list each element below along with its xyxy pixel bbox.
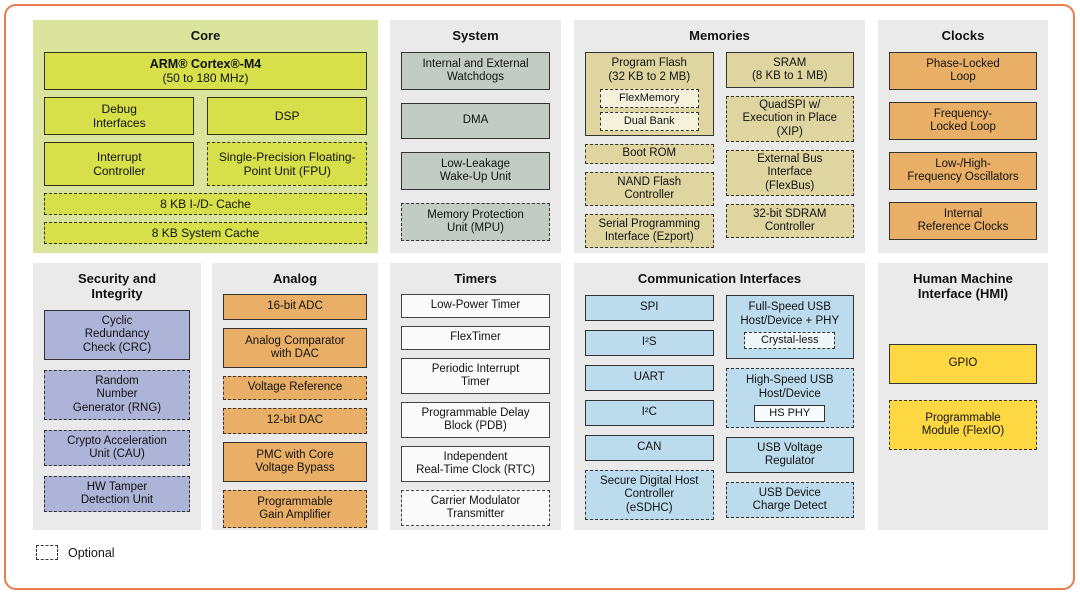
block-full-speed-usb: Full-Speed USB Host/Device + PHY Crystal… [725, 295, 854, 360]
block-rng: Random Number Generator (RNG) [44, 370, 190, 421]
block-low-power-timer: Low-Power Timer [401, 294, 550, 319]
block-spi: SPI [585, 295, 714, 322]
block-pmc: PMC with Core Voltage Bypass [223, 442, 367, 483]
optional-dashed-box-icon [36, 545, 58, 560]
program-flash-label: Program Flash (32 KB to 2 MB) [608, 57, 691, 83]
block-internal-reference-clocks: Internal Reference Clocks [889, 202, 1037, 241]
system-stack: Internal and External Watchdogs DMA Low-… [401, 52, 550, 242]
block-interrupt-controller: Interrupt Controller [44, 142, 195, 187]
block-dsp: DSP [207, 97, 367, 136]
block-oscillators: Low-/High- Frequency Oscillators [889, 152, 1037, 191]
core-row-2: Interrupt Controller Single-Precision Fl… [44, 142, 367, 187]
core-stack: ARM® Cortex®-M4 (50 to 180 MHz) Debug In… [44, 52, 367, 245]
block-sram: SRAM (8 KB to 1 MB) [725, 52, 854, 89]
memories-title: Memories [689, 28, 750, 43]
block-uart: UART [585, 365, 714, 392]
block-flexmemory: FlexMemory [599, 88, 699, 108]
section-memories: Memories Program Flash (32 KB to 2 MB) F… [574, 20, 865, 253]
section-analog: Analog 16-bit ADC Analog Comparator with… [212, 263, 378, 530]
block-pga: Programmable Gain Amplifier [223, 490, 367, 529]
block-program-flash: Program Flash (32 KB to 2 MB) FlexMemory… [585, 52, 714, 137]
analog-stack: 16-bit ADC Analog Comparator with DAC Vo… [223, 294, 367, 529]
timers-title: Timers [454, 271, 497, 286]
high-speed-usb-label: High-Speed USB Host/Device [745, 374, 834, 400]
block-i2s: I²S [585, 330, 714, 357]
block-rtc: Independent Real-Time Clock (RTC) [401, 446, 550, 483]
core-row-1: Debug Interfaces DSP [44, 97, 367, 136]
block-pdb: Programmable Delay Block (PDB) [401, 402, 550, 439]
memories-col-left: Program Flash (32 KB to 2 MB) FlexMemory… [585, 52, 714, 249]
block-system-cache: 8 KB System Cache [44, 222, 367, 245]
analog-title: Analog [272, 271, 318, 286]
arm-cortex-frequency: (50 to 180 MHz) [162, 71, 249, 86]
block-fll: Frequency- Locked Loop [889, 102, 1037, 141]
block-i2c: I²C [585, 400, 714, 427]
block-tamper-detection: HW Tamper Detection Unit [44, 476, 190, 513]
security-stack: Cyclic Redundancy Check (CRC) Random Num… [44, 310, 190, 513]
block-fpu: Single-Precision Floating- Point Unit (F… [207, 142, 367, 187]
block-quadspi: QuadSPI w/ Execution in Place (XIP) [725, 96, 854, 143]
legend-label: Optional [68, 545, 115, 560]
block-flexbus: External Bus Interface (FlexBus) [725, 150, 854, 197]
section-core: Core ARM® Cortex®-M4 (50 to 180 MHz) Deb… [33, 20, 378, 253]
block-dma: DMA [401, 103, 550, 140]
full-speed-usb-label: Full-Speed USB Host/Device + PHY [740, 301, 840, 327]
section-security: Security and Integrity Cyclic Redundancy… [33, 263, 201, 530]
block-high-speed-usb: High-Speed USB Host/Device HS PHY [725, 368, 854, 429]
block-cau: Crypto Acceleration Unit (CAU) [44, 430, 190, 467]
block-arm-cortex-m4: ARM® Cortex®-M4 (50 to 180 MHz) [44, 52, 367, 91]
block-adc: 16-bit ADC [223, 294, 367, 321]
section-clocks: Clocks Phase-Locked Loop Frequency- Lock… [878, 20, 1048, 253]
section-timers: Timers Low-Power Timer FlexTimer Periodi… [390, 263, 561, 530]
block-flexio: Programmable Module (FlexIO) [889, 400, 1037, 451]
timers-stack: Low-Power Timer FlexTimer Periodic Inter… [401, 294, 550, 527]
block-usb-charge-detect: USB Device Charge Detect [725, 482, 854, 519]
system-title: System [452, 28, 499, 43]
block-voltage-reference: Voltage Reference [223, 376, 367, 401]
comm-columns: SPI I²S UART I²C CAN Secure Digital Host… [585, 295, 854, 521]
block-can: CAN [585, 435, 714, 462]
block-llwu: Low-Leakage Wake-Up Unit [401, 152, 550, 191]
block-pll: Phase-Locked Loop [889, 52, 1037, 91]
block-crystal-less: Crystal-less [744, 332, 836, 350]
block-watchdogs: Internal and External Watchdogs [401, 52, 550, 91]
hmi-stack: GPIO Programmable Module (FlexIO) [889, 310, 1037, 451]
security-title: Security and Integrity [77, 271, 157, 302]
block-analog-comparator: Analog Comparator with DAC [223, 328, 367, 369]
comm-col-right: Full-Speed USB Host/Device + PHY Crystal… [725, 295, 854, 520]
block-ezport: Serial Programming Interface (Ezport) [585, 214, 714, 249]
clocks-title: Clocks [941, 28, 985, 43]
memories-columns: Program Flash (32 KB to 2 MB) FlexMemory… [585, 52, 854, 249]
block-mpu: Memory Protection Unit (MPU) [401, 203, 550, 242]
hmi-title: Human Machine Interface (HMI) [913, 271, 1013, 302]
block-hs-phy: HS PHY [754, 405, 826, 423]
memories-col-right: SRAM (8 KB to 1 MB) QuadSPI w/ Execution… [725, 52, 854, 248]
block-pit: Periodic Interrupt Timer [401, 358, 550, 395]
core-title: Core [190, 28, 221, 43]
section-system: System Internal and External Watchdogs D… [390, 20, 561, 253]
block-id-cache: 8 KB I-/D- Cache [44, 193, 367, 216]
block-usb-voltage-regulator: USB Voltage Regulator [725, 437, 854, 474]
arm-cortex-name: ARM® Cortex®-M4 [149, 56, 262, 71]
section-hmi: Human Machine Interface (HMI) GPIO Progr… [878, 263, 1048, 530]
comm-col-left: SPI I²S UART I²C CAN Secure Digital Host… [585, 295, 714, 521]
block-nand-flash-controller: NAND Flash Controller [585, 172, 714, 207]
comm-title: Communication Interfaces [637, 271, 802, 286]
block-sdram-controller: 32-bit SDRAM Controller [725, 204, 854, 239]
block-esdhc: Secure Digital Host Controller (eSDHC) [585, 470, 714, 521]
block-debug-interfaces: Debug Interfaces [44, 97, 195, 136]
block-dac: 12-bit DAC [223, 408, 367, 435]
clocks-stack: Phase-Locked Loop Frequency- Locked Loop… [889, 52, 1037, 241]
block-gpio: GPIO [889, 344, 1037, 385]
block-crc: Cyclic Redundancy Check (CRC) [44, 310, 190, 361]
block-dual-bank: Dual Bank [599, 111, 699, 131]
block-flextimer: FlexTimer [401, 326, 550, 351]
block-cmt: Carrier Modulator Transmitter [401, 490, 550, 527]
legend: Optional [36, 545, 115, 560]
section-communication-interfaces: Communication Interfaces SPI I²S UART I²… [574, 263, 865, 530]
block-boot-rom: Boot ROM [585, 144, 714, 165]
